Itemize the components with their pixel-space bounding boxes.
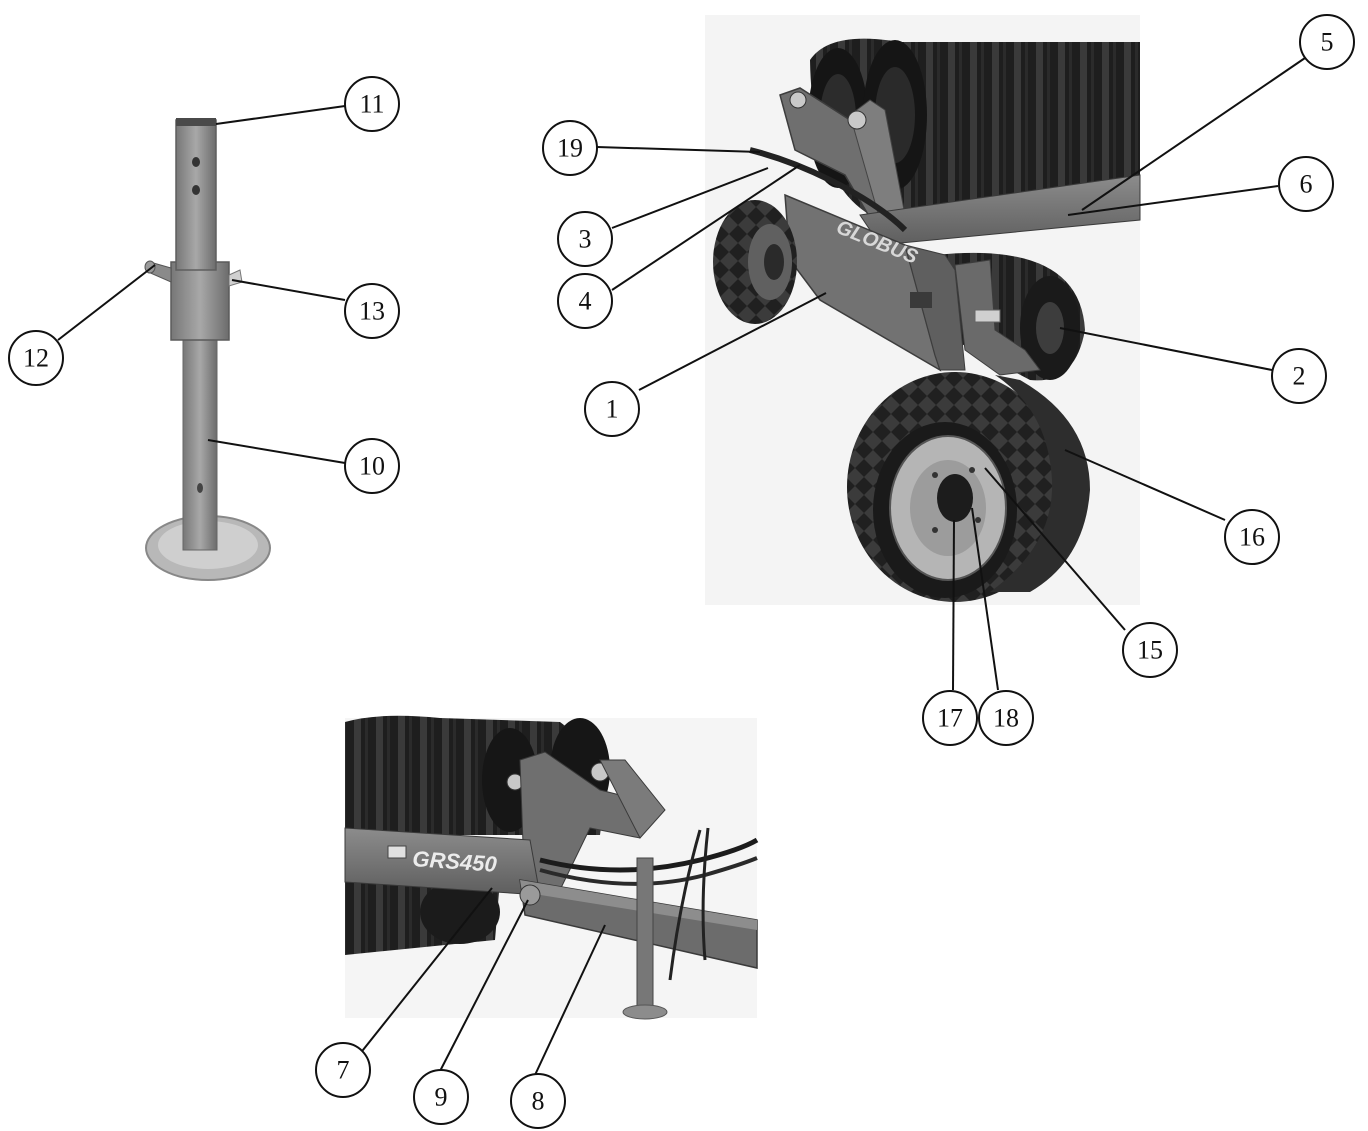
svg-text:3: 3	[579, 225, 592, 254]
callout-2: 2	[1271, 348, 1327, 404]
callout-17: 17	[922, 690, 978, 746]
svg-text:1: 1	[606, 395, 619, 424]
model-label: GRS450	[412, 846, 499, 877]
svg-text:16: 16	[1239, 523, 1265, 552]
svg-text:5: 5	[1321, 28, 1334, 57]
callout-4: 4	[557, 273, 613, 329]
callout-13: 13	[344, 283, 400, 339]
svg-text:9: 9	[435, 1083, 448, 1112]
callout-3: 3	[557, 211, 613, 267]
svg-text:6: 6	[1300, 170, 1313, 199]
svg-text:19: 19	[557, 134, 583, 163]
callout-18: 18	[978, 690, 1034, 746]
callout-5: 5	[1299, 14, 1355, 70]
callout-15: 15	[1122, 622, 1178, 678]
leader-lines	[57, 57, 1306, 1091]
callout-1: 1	[584, 381, 640, 437]
svg-text:7: 7	[337, 1056, 350, 1085]
drawbar-photo: GRS450	[344, 715, 759, 1020]
svg-text:13: 13	[359, 297, 385, 326]
callout-7: 7	[315, 1042, 371, 1098]
svg-text:4: 4	[579, 287, 592, 316]
callout-16: 16	[1224, 509, 1280, 565]
support-leg-photo	[144, 118, 271, 581]
svg-text:2: 2	[1293, 362, 1306, 391]
callout-12: 12	[8, 330, 64, 386]
svg-text:10: 10	[359, 452, 385, 481]
svg-text:8: 8	[532, 1087, 545, 1116]
svg-text:11: 11	[359, 90, 384, 119]
callout-10: 10	[344, 438, 400, 494]
callout-6: 6	[1278, 156, 1334, 212]
svg-text:12: 12	[23, 344, 49, 373]
svg-text:15: 15	[1137, 636, 1163, 665]
callout-9: 9	[413, 1069, 469, 1125]
callout-19: 19	[542, 120, 598, 176]
callout-8: 8	[510, 1073, 566, 1129]
svg-text:18: 18	[993, 704, 1019, 733]
svg-text:17: 17	[937, 704, 963, 733]
front-wheel	[847, 372, 1090, 602]
callout-11: 11	[344, 76, 400, 132]
roller-front-photo: GLOBUS	[705, 15, 1141, 605]
